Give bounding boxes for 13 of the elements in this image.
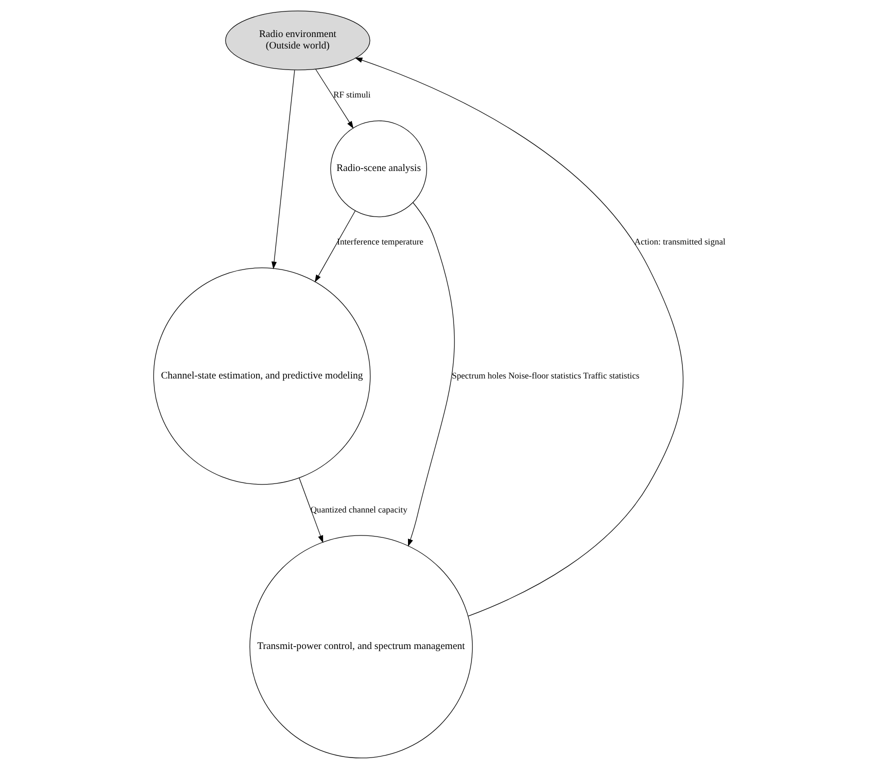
node-ellipse: Radio environment (Outside world) — [224, 10, 370, 70]
edge-label: Quantized channel capacity — [310, 504, 407, 514]
edge-label: Action: transmitted signal — [634, 236, 725, 247]
arrow — [271, 70, 294, 270]
arrow — [354, 58, 683, 616]
arrow — [298, 478, 323, 544]
arrow — [314, 68, 354, 129]
edge-label: RF stimuli — [332, 90, 370, 100]
node-circle: Channel-state estimation, and predictive modeling — [152, 268, 370, 485]
arrow — [407, 202, 454, 547]
arrow — [314, 210, 355, 282]
edge-label: Interference temperature — [336, 236, 423, 247]
edge-label: Spectrum holes Noise-floor statistics Traffic statistics — [451, 370, 639, 380]
